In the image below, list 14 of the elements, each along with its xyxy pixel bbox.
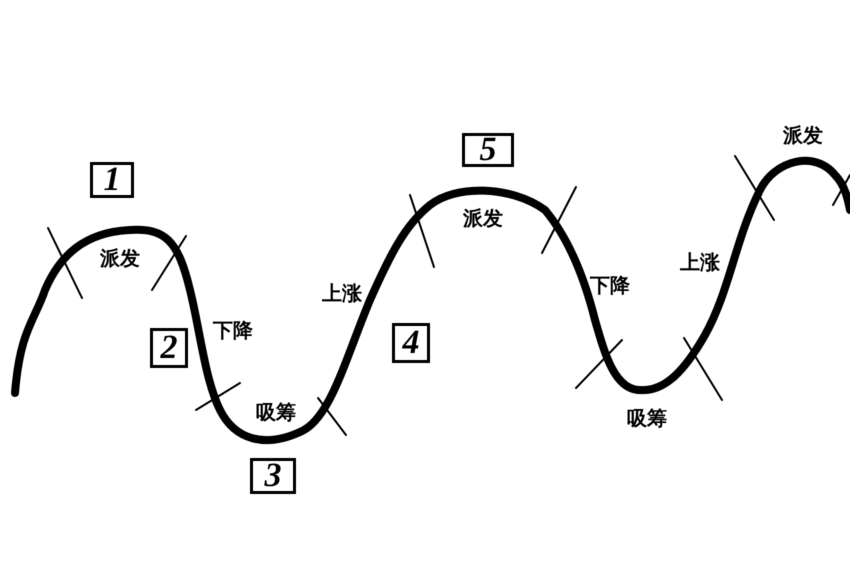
phase-label: 下降 xyxy=(213,319,253,341)
phase-label: 派发 xyxy=(463,207,503,229)
phase-label: 派发 xyxy=(100,247,140,269)
step-number-box: 1 xyxy=(90,162,134,198)
step-number-box: 4 xyxy=(392,323,430,363)
step-number-box: 2 xyxy=(150,328,188,368)
phase-label: 下降 xyxy=(590,274,630,296)
phase-label: 吸筹 xyxy=(627,407,667,429)
phase-label: 上涨 xyxy=(680,251,720,273)
step-number-box: 5 xyxy=(462,133,514,167)
phase-label: 上涨 xyxy=(322,282,362,304)
step-number-box: 3 xyxy=(250,458,296,494)
phase-label: 派发 xyxy=(783,124,823,146)
phase-label: 吸筹 xyxy=(256,401,296,423)
